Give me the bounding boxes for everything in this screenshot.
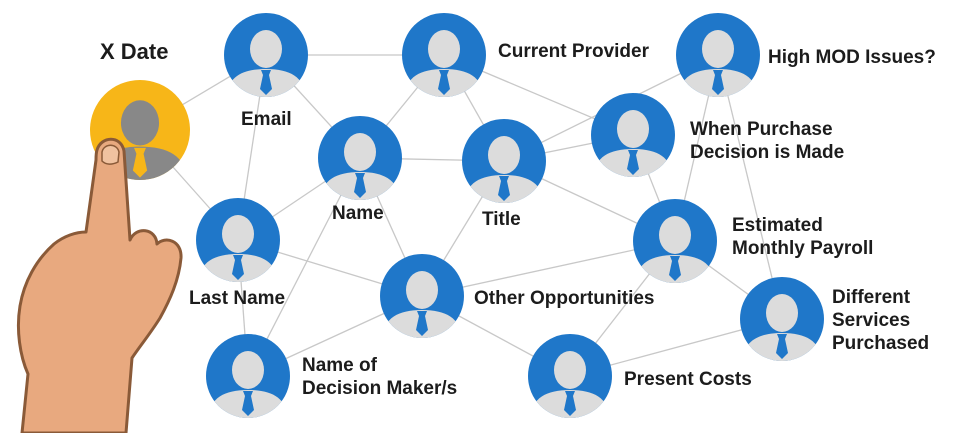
label-line: Current Provider (498, 40, 649, 63)
label-line: Name of (302, 354, 457, 377)
label-line: Purchased (832, 332, 929, 355)
fingernail (102, 145, 119, 164)
node-high-mod-avatar-icon (676, 13, 760, 97)
label-title: Title (482, 208, 521, 231)
label-line: When Purchase (690, 118, 844, 141)
label-line: Decision Maker/s (302, 377, 457, 400)
label-last-name: Last Name (189, 287, 285, 310)
label-high-mod: High MOD Issues? (768, 46, 936, 69)
node-current-provider-avatar-icon (402, 13, 486, 97)
node-email-avatar-icon (224, 13, 308, 97)
label-line: Different (832, 286, 929, 309)
label-other-opps: Other Opportunities (474, 287, 655, 310)
label-line: Estimated (732, 214, 873, 237)
label-line: X Date (100, 40, 168, 63)
node-title-avatar-icon (462, 119, 546, 203)
label-xdate: X Date (100, 40, 168, 63)
label-line: Name (332, 202, 384, 225)
label-line: Monthly Payroll (732, 237, 873, 260)
label-line: Present Costs (624, 368, 752, 391)
node-last-name-avatar-icon (196, 198, 280, 282)
label-line: Last Name (189, 287, 285, 310)
node-decision-maker-avatar-icon (206, 334, 290, 418)
label-line: Title (482, 208, 521, 231)
label-line: Other Opportunities (474, 287, 655, 310)
label-email: Email (241, 108, 292, 131)
node-present-costs-avatar-icon (528, 334, 612, 418)
pointing-hand-icon (18, 139, 181, 433)
node-services-avatar-icon (740, 277, 824, 361)
node-other-opps-avatar-icon (380, 254, 464, 338)
node-name-avatar-icon (318, 116, 402, 200)
node-payroll-avatar-icon (633, 199, 717, 283)
label-line: Services (832, 309, 929, 332)
label-present-costs: Present Costs (624, 368, 752, 391)
label-line: Decision is Made (690, 141, 844, 164)
label-line: Email (241, 108, 292, 131)
label-current-provider: Current Provider (498, 40, 649, 63)
label-line: High MOD Issues? (768, 46, 936, 69)
node-purchase-decision-avatar-icon (591, 93, 675, 177)
label-name: Name (332, 202, 384, 225)
